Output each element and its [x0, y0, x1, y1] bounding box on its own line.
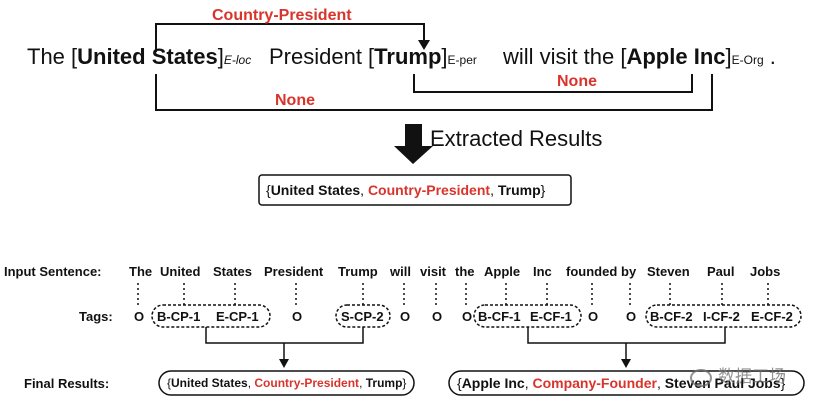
word: States: [213, 264, 253, 279]
word: President: [264, 264, 324, 279]
tag-group-cp1: [151, 304, 271, 328]
final-result-box-1: [158, 370, 415, 396]
relation-label-none-bottom: None: [275, 92, 315, 109]
entity-apple-inc: Apple Inc: [626, 44, 726, 69]
tag: E-CP-1: [216, 309, 259, 324]
sentence-president: President [Trump]E-per: [269, 44, 477, 69]
tag: I-CF-2: [703, 309, 740, 324]
word: by: [621, 264, 637, 279]
word: the: [455, 264, 475, 279]
tag: E-CF-1: [530, 309, 572, 324]
merge-arrowhead-cp: [279, 359, 289, 368]
merge-arrowhead-cf: [621, 359, 631, 368]
big-arrow-head: [394, 146, 433, 164]
input-sentence-label: Input Sentence:: [4, 264, 102, 279]
watermark: 数据工场: [690, 362, 786, 387]
tag: O: [432, 309, 443, 324]
word: Trump: [338, 264, 378, 279]
tag: O: [292, 309, 303, 324]
wechat-icon: [690, 368, 712, 387]
tag: B-CF-1: [478, 309, 521, 324]
tag: O: [462, 309, 473, 324]
tag: O: [626, 309, 637, 324]
relation-label-none-right: None: [557, 73, 597, 90]
word: will: [390, 264, 411, 279]
result-box-top: [258, 174, 572, 206]
tag: S-CP-2: [341, 309, 384, 324]
word: United: [160, 264, 201, 279]
word: Apple: [484, 264, 521, 279]
relation-line-none-bottom: [155, 74, 713, 111]
final-result-1: {United States, Country-President, Trump…: [167, 376, 407, 390]
tag: E-CF-2: [751, 309, 793, 324]
tag: B-CF-2: [650, 309, 693, 324]
entity-type-org: E-Org: [731, 53, 764, 67]
word: Steven: [647, 264, 690, 279]
tag: B-CP-1: [157, 309, 201, 324]
word: Jobs: [750, 264, 781, 279]
dotted-connectors: [137, 283, 769, 307]
word: The: [129, 264, 153, 279]
extracted-result-top: {United States, Country-President, Trump…: [266, 182, 546, 198]
word: visit: [420, 264, 447, 279]
entity-united-states: United States: [77, 44, 218, 69]
entity-type-loc: E-loc: [223, 53, 252, 67]
tag: O: [588, 309, 599, 324]
entity-trump: Trump: [374, 44, 442, 69]
merge-line-cp: [205, 327, 364, 344]
word: Inc: [533, 264, 552, 279]
tag: O: [134, 309, 145, 324]
big-arrow-shaft: [405, 124, 422, 146]
relation-line-country-president: [155, 23, 425, 52]
final-result-box-2: [448, 370, 805, 396]
tags-label: Tags:: [79, 309, 113, 324]
relation-line-none-right: [413, 74, 693, 93]
word: Paul: [707, 264, 735, 279]
entity-type-per: E-per: [447, 53, 477, 67]
merge-line-cf: [527, 327, 726, 344]
tag: O: [400, 309, 411, 324]
tag-group-cf2: [645, 304, 802, 328]
extracted-results-label: Extracted Results: [430, 126, 603, 151]
arrowhead: [418, 40, 430, 50]
relation-label-country-president: Country-President: [212, 7, 352, 24]
sentence-will-visit: will visit the [Apple Inc]E-Org .: [503, 44, 776, 69]
word: founded: [566, 264, 618, 279]
sentence-the: The [United States]E-loc: [27, 44, 252, 69]
final-results-label: Final Results:: [24, 376, 110, 391]
